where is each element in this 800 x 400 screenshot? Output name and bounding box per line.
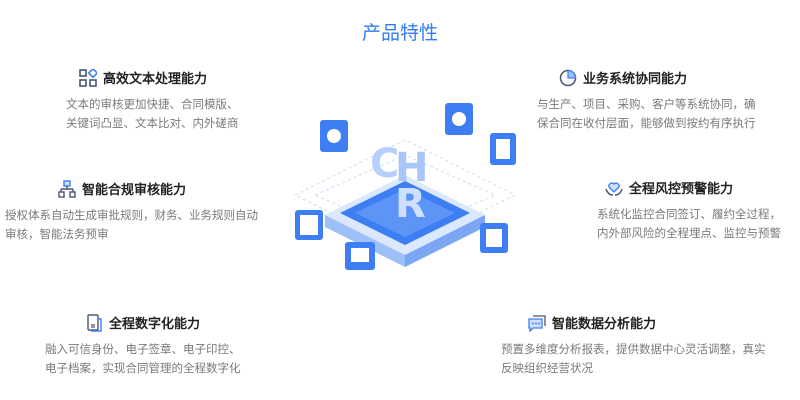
feature-desc: 预置多维度分析报表，提供数据中心灵活调整，真实 — [501, 342, 766, 356]
feature-text-processing: 高效文本处理能力 文本的审核更加快捷、合同模版、关键词凸显、文本比对、内外磋商 — [66, 68, 239, 133]
feature-title: 高效文本处理能力 — [103, 72, 208, 87]
feature-desc: 授权体系自动生成审批规则，财务、业务规则自动 — [5, 208, 258, 222]
feature-desc: 系统化监控合同签订、履约全过程， — [597, 207, 781, 221]
feature-desc: 审核，智能法务预审 — [5, 227, 109, 241]
feature-desc: 保合同在收付层面，能够做到按约有序执行 — [537, 116, 756, 130]
document-icon — [87, 313, 102, 332]
floating-card-org — [480, 223, 508, 253]
letter-c: C — [370, 141, 399, 187]
feature-digitization: 全程数字化能力 融入可信身份、电子签章、电子印控、电子档案，实现合同管理的全程数… — [45, 313, 241, 378]
floating-card-pie — [320, 120, 348, 152]
chr-platform-illustration: C H R — [293, 103, 517, 270]
pie-chart-icon — [559, 69, 577, 86]
feature-title: 智能合规审核能力 — [82, 183, 187, 198]
heart-hands-icon — [605, 181, 623, 196]
feature-title: 业务系统协同能力 — [583, 72, 688, 87]
feature-desc: 反映组织经营状况 — [501, 361, 593, 375]
feature-compliance-review: 智能合规审核能力 授权体系自动生成审批规则，财务、业务规则自动审核，智能法务预审 — [5, 179, 258, 244]
org-chart-icon — [58, 179, 76, 198]
floating-card-grid — [295, 210, 323, 240]
floating-card-chat — [345, 242, 375, 270]
page-title: 产品特性 — [361, 22, 438, 44]
feature-desc: 与生产、项目、采购、客户等系统协同，确 — [537, 97, 756, 111]
feature-data-analysis: 智能数据分析能力 预置多维度分析报表，提供数据中心灵活调整，真实反映组织经营状况 — [501, 313, 766, 378]
letter-r: R — [395, 181, 426, 227]
feature-title: 全程数字化能力 — [109, 317, 201, 332]
feature-title: 智能数据分析能力 — [552, 317, 657, 332]
floating-card-heart — [445, 103, 473, 135]
feature-desc: 融入可信身份、电子签章、电子印控、 — [45, 342, 241, 356]
feature-risk-warning: 全程风控预警能力 系统化监控合同签订、履约全过程， 内外部风险的全程埋点、监控与预… — [597, 178, 781, 243]
feature-system-collaboration: 业务系统协同能力 与生产、项目、采购、客户等系统协同，确保合同在收付层面，能够做… — [537, 68, 756, 133]
feature-desc: 文本的审核更加快捷、合同模版、 — [66, 97, 239, 111]
feature-title: 全程风控预警能力 — [629, 182, 734, 197]
feature-desc: 电子档案，实现合同管理的全程数字化 — [45, 361, 241, 375]
floating-card-doc — [490, 133, 516, 165]
letter-h: H — [395, 145, 428, 191]
grid-icon — [79, 68, 97, 87]
chat-icon — [528, 314, 546, 332]
feature-desc: 内外部风险的全程埋点、监控与预警 — [597, 226, 781, 240]
feature-desc: 关键词凸显、文本比对、内外磋商 — [66, 116, 239, 130]
